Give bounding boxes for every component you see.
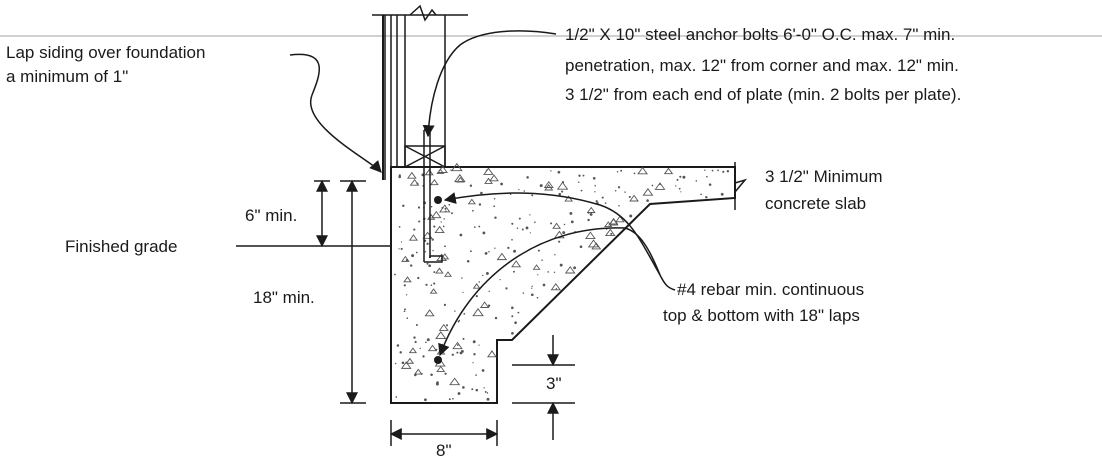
dim-18-min (340, 179, 366, 405)
rebar-leader-top (443, 192, 661, 276)
rebar-label-line2: top & bottom with 18" laps (663, 306, 860, 325)
eight-in-label: 8" (436, 441, 452, 460)
dim-8-inch (389, 420, 499, 446)
dim-6-min (314, 179, 330, 248)
anchor-bolt-label-line3: 3 1/2" from each end of plate (min. 2 bo… (565, 85, 962, 104)
slab-label-line1: 3 1/2" Minimum (765, 167, 883, 186)
anchor-bolt-leader (422, 30, 557, 138)
concrete-speckles (394, 162, 730, 402)
finished-grade-label: Finished grade (65, 237, 178, 256)
rebar-label-line1: #4 rebar min. continuous (677, 280, 865, 299)
anchor-bolt-label-line1: 1/2" X 10" steel anchor bolts 6'-0" O.C.… (565, 25, 956, 44)
slab-label-line2: concrete slab (765, 194, 867, 213)
rebar-bottom-dot (434, 356, 442, 364)
lap-siding-label-line1: Lap siding over foundation (6, 43, 206, 62)
eighteen-min-label: 18" min. (253, 288, 315, 307)
dim-3-inch (512, 335, 575, 440)
lap-siding-leader (289, 53, 382, 173)
three-in-label: 3" (546, 374, 562, 393)
wall-framing (372, 4, 468, 180)
six-min-label: 6" min. (245, 206, 298, 225)
rebar-top-dot (434, 196, 442, 204)
lap-siding-label-line2: a minimum of 1" (6, 67, 129, 86)
anchor-bolt-label-line2: penetration, max. 12" from corner and ma… (565, 56, 959, 75)
rebar-leader-tail (659, 274, 676, 291)
sill-plate (404, 145, 446, 168)
rebar-leader-bottom (438, 227, 661, 357)
slab-break-line (734, 162, 748, 210)
